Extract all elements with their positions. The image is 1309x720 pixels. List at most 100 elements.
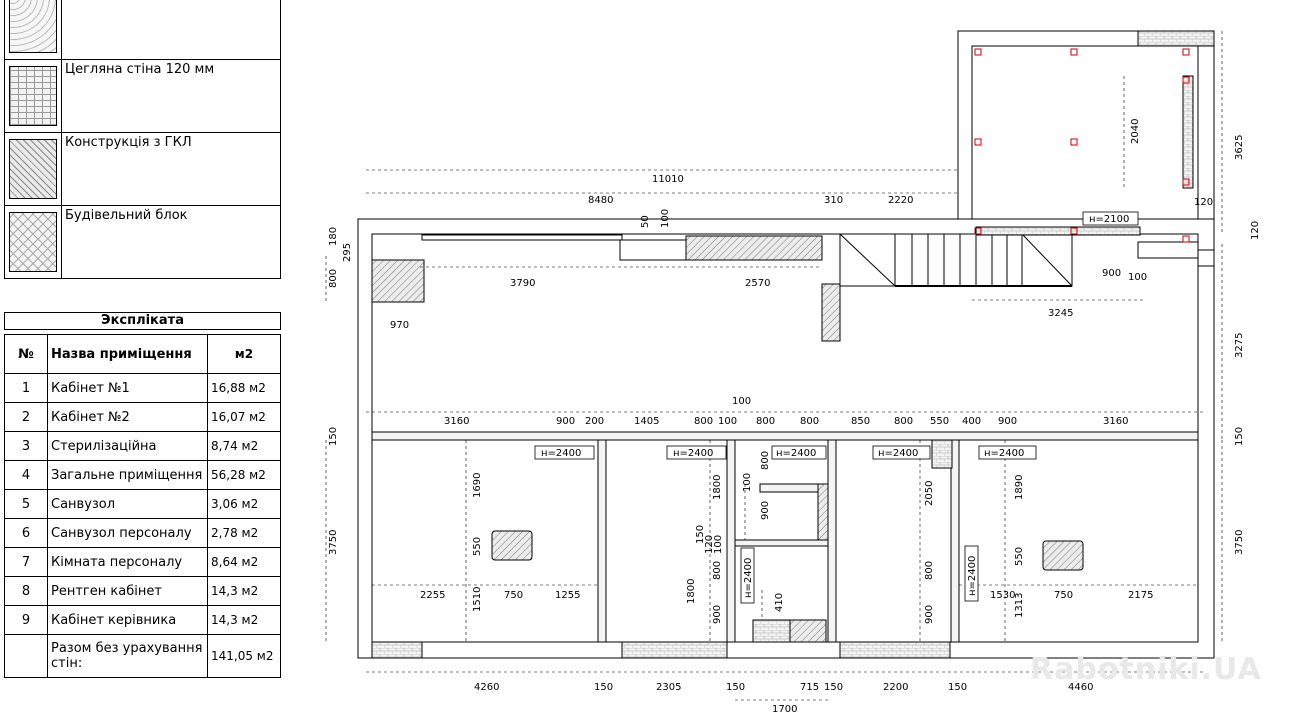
height-tag: н=2400 xyxy=(967,556,978,596)
dim-label: 3790 xyxy=(510,278,535,289)
dim-label: 1510 xyxy=(472,587,483,612)
dim-label: 2200 xyxy=(883,682,908,693)
legend-row: Цегляна стіна 120 мм xyxy=(4,59,281,133)
height-tag: н=2400 xyxy=(984,448,1024,459)
dim-label: 550 xyxy=(1014,547,1025,566)
dim-label: 200 xyxy=(585,416,604,427)
dim-label: 50 xyxy=(640,215,651,228)
watermark-logo: Rabotniki.UA xyxy=(1030,652,1262,687)
dim-label: 715 xyxy=(800,682,819,693)
dimension-labels: 11010 8480 310 2220 50 100 3790 2570 180… xyxy=(328,119,1261,715)
dim-label: 120 xyxy=(1194,197,1213,208)
dim-label: 3275 xyxy=(1234,333,1245,358)
dim-label: 3750 xyxy=(1234,530,1245,555)
dim-label: 2255 xyxy=(420,590,445,601)
dim-label: 1800 xyxy=(686,579,697,604)
legend-label: Конструкція з ГКЛ xyxy=(61,132,281,206)
dim-label: 150 xyxy=(695,525,706,544)
dim-label: 750 xyxy=(1054,590,1073,601)
dim-label: 100 xyxy=(742,473,753,492)
dim-label: 2570 xyxy=(745,278,770,289)
dim-label: 150 xyxy=(1234,427,1245,446)
dim-label: 3750 xyxy=(328,530,339,555)
dim-label: 800 xyxy=(800,416,819,427)
dim-label: 1530 xyxy=(990,590,1015,601)
dim-label: 800 xyxy=(894,416,913,427)
material-legend: Цегляна стіна 120 мм Конструкція з ГКЛ Б… xyxy=(4,0,281,279)
legend-row: Конструкція з ГКЛ xyxy=(4,132,281,206)
dim-label: 2050 xyxy=(924,481,935,506)
dim-label: 150 xyxy=(594,682,613,693)
dim-label: 750 xyxy=(504,590,523,601)
dim-label: 8480 xyxy=(588,195,613,206)
dim-label: 150 xyxy=(328,427,339,446)
gkl-swatch-icon xyxy=(9,139,57,199)
legend-label xyxy=(61,0,281,60)
dim-label: 3160 xyxy=(444,416,469,427)
dim-label: 800 xyxy=(694,416,713,427)
dim-label: 400 xyxy=(962,416,981,427)
concrete-swatch-icon xyxy=(9,0,57,53)
structural-elements xyxy=(371,30,1215,659)
dim-label: 2175 xyxy=(1128,590,1153,601)
dim-label: 4260 xyxy=(474,682,499,693)
dim-label: 2040 xyxy=(1130,119,1141,144)
height-tags: н=2100 н=2400 н=2400 н=2400 н=2400 н=240… xyxy=(534,211,1139,604)
dim-label: 3245 xyxy=(1048,308,1073,319)
dim-label: 410 xyxy=(774,593,785,612)
height-tag: н=2400 xyxy=(878,448,918,459)
dim-label: 900 xyxy=(1102,268,1121,279)
dim-label: 550 xyxy=(472,537,483,556)
dim-label: 100 xyxy=(732,396,751,407)
dim-label: 900 xyxy=(924,605,935,624)
dim-label: 4460 xyxy=(1068,682,1093,693)
block-swatch-icon xyxy=(9,212,57,272)
dim-label: 800 xyxy=(328,269,339,288)
header-area: м2 xyxy=(207,334,281,374)
dim-label: 150 xyxy=(824,682,843,693)
dim-label: 150 xyxy=(726,682,745,693)
column-markers xyxy=(974,48,1190,243)
legend-label: Будівельний блок xyxy=(61,205,281,279)
dim-label: 120 xyxy=(704,535,715,554)
dim-label: 1690 xyxy=(472,473,483,498)
dim-label: 800 xyxy=(712,561,723,580)
dim-label: 550 xyxy=(930,416,949,427)
dim-label: 100 xyxy=(1128,272,1147,283)
dim-label: 900 xyxy=(712,605,723,624)
dimension-lines xyxy=(325,31,1223,701)
height-tag: н=2400 xyxy=(743,558,754,598)
dim-label: 1800 xyxy=(712,475,723,500)
dim-label: 970 xyxy=(390,320,409,331)
legend-row: Будівельний блок xyxy=(4,205,281,279)
explication-header-row: № Назва приміщення м2 xyxy=(4,334,281,374)
dim-label: 1700 xyxy=(772,704,797,715)
legend-row xyxy=(4,0,281,60)
dim-label: 1313 xyxy=(1014,593,1025,618)
dim-label: 3625 xyxy=(1234,135,1245,160)
header-num: № xyxy=(4,334,48,374)
dim-label: 1890 xyxy=(1014,475,1025,500)
height-tag: н=2400 xyxy=(776,448,816,459)
dim-label: 2220 xyxy=(888,195,913,206)
dim-label: 100 xyxy=(660,209,671,228)
dim-label: 900 xyxy=(556,416,575,427)
dim-label: 100 xyxy=(718,416,737,427)
dim-label: 120 xyxy=(1250,221,1261,240)
explication-title: Экспліката xyxy=(4,312,281,330)
dim-label: 180 xyxy=(328,227,339,246)
legend-label: Цегляна стіна 120 мм xyxy=(61,59,281,133)
dim-label: 310 xyxy=(824,195,843,206)
dim-label: 900 xyxy=(998,416,1017,427)
total-row: Разом без урахування стін:141,05 м2 xyxy=(4,634,281,678)
dim-label: 295 xyxy=(342,243,353,262)
dim-label: 3160 xyxy=(1103,416,1128,427)
